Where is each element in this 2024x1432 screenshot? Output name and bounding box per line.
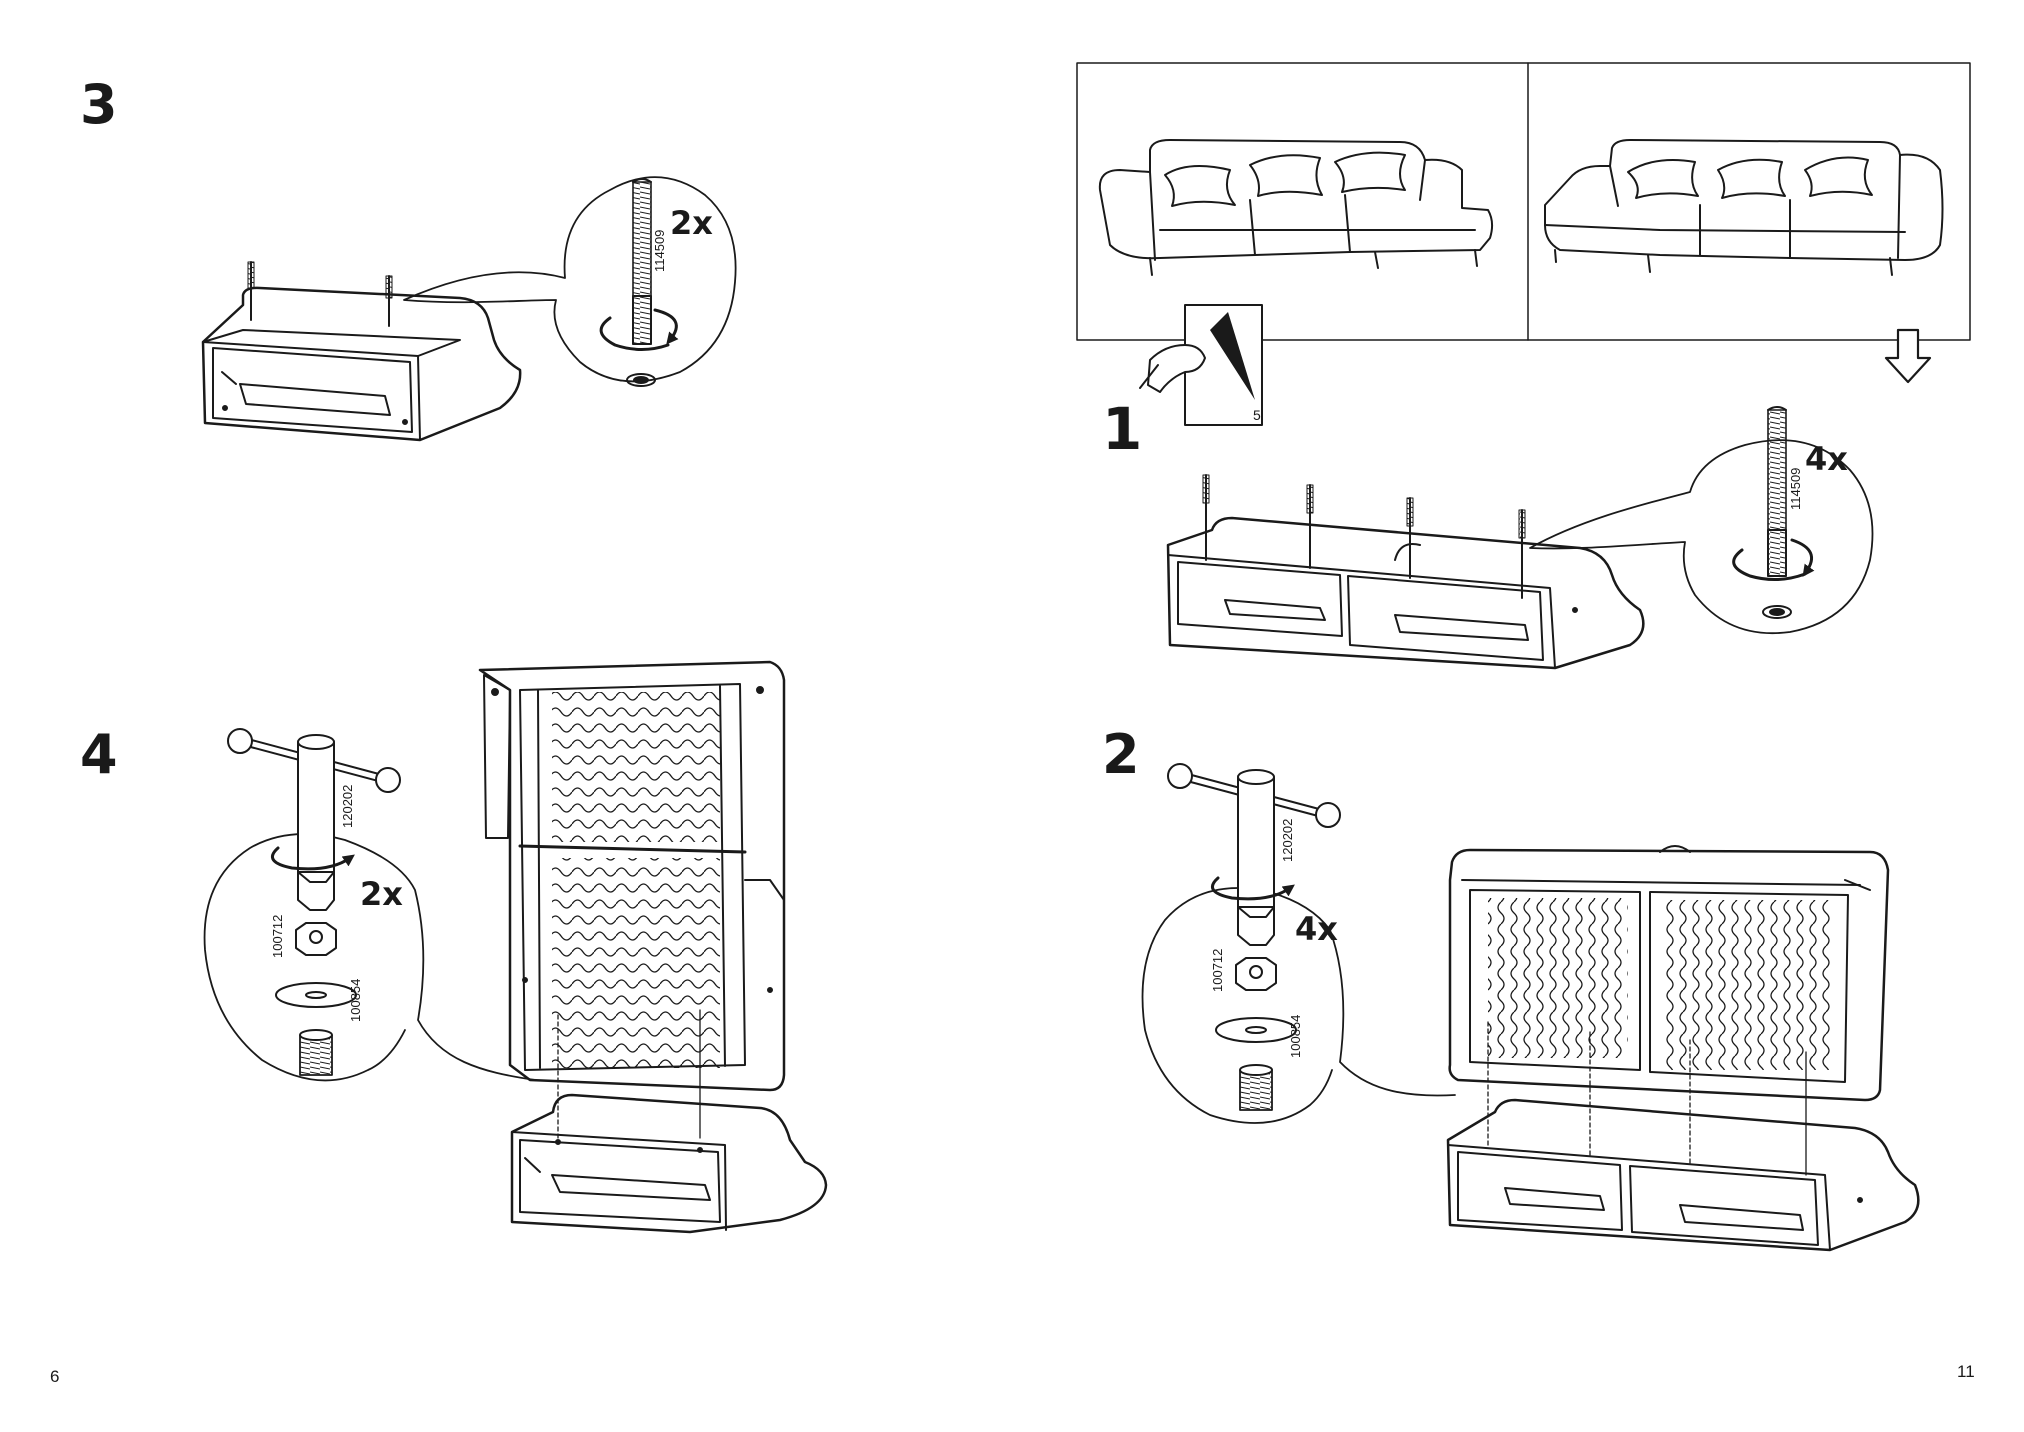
down-arrow-icon bbox=[1884, 328, 1932, 384]
step-3-quantity: 2x bbox=[670, 204, 713, 242]
step-3-part-label: 114509 bbox=[652, 230, 667, 272]
page-reference-number: 5 bbox=[1253, 407, 1261, 423]
page-number-right: 11 bbox=[1957, 1362, 1975, 1381]
step-3-base-module bbox=[201, 261, 522, 442]
step-1-base-module bbox=[1166, 474, 1645, 670]
page-number-left: 6 bbox=[50, 1367, 60, 1386]
page-reference-hand-icon bbox=[1139, 304, 1263, 426]
step-2-nut-label: 100712 bbox=[1210, 949, 1225, 992]
step-3-detail-callout bbox=[403, 176, 737, 387]
step-2-backrest-module bbox=[1446, 845, 1920, 1252]
step-4-nut-label: 100712 bbox=[270, 915, 285, 958]
step-number-1: 1 bbox=[1102, 395, 1143, 463]
step-2-washer-label: 100854 bbox=[1288, 1015, 1303, 1058]
step-1-quantity: 4x bbox=[1805, 440, 1848, 478]
step-2-detail-callout bbox=[1141, 763, 1456, 1124]
step-4-washer-label: 100854 bbox=[348, 979, 363, 1022]
step-2-quantity: 4x bbox=[1295, 910, 1338, 948]
step-number-2: 2 bbox=[1102, 723, 1140, 786]
step-2-tool-label: 120202 bbox=[1280, 819, 1295, 862]
step-number-4: 4 bbox=[80, 723, 118, 786]
step-number-3: 3 bbox=[80, 73, 118, 136]
step-1-part-label: 114509 bbox=[1788, 468, 1803, 510]
sofa-orientation-box bbox=[1076, 62, 1971, 341]
step-4-quantity: 2x bbox=[360, 875, 403, 913]
step-4-backrest-module bbox=[478, 660, 828, 1234]
step-1-detail-callout bbox=[1529, 406, 1874, 635]
step-4-tool-label: 120202 bbox=[340, 785, 355, 828]
step-4-detail-callout bbox=[203, 728, 536, 1082]
